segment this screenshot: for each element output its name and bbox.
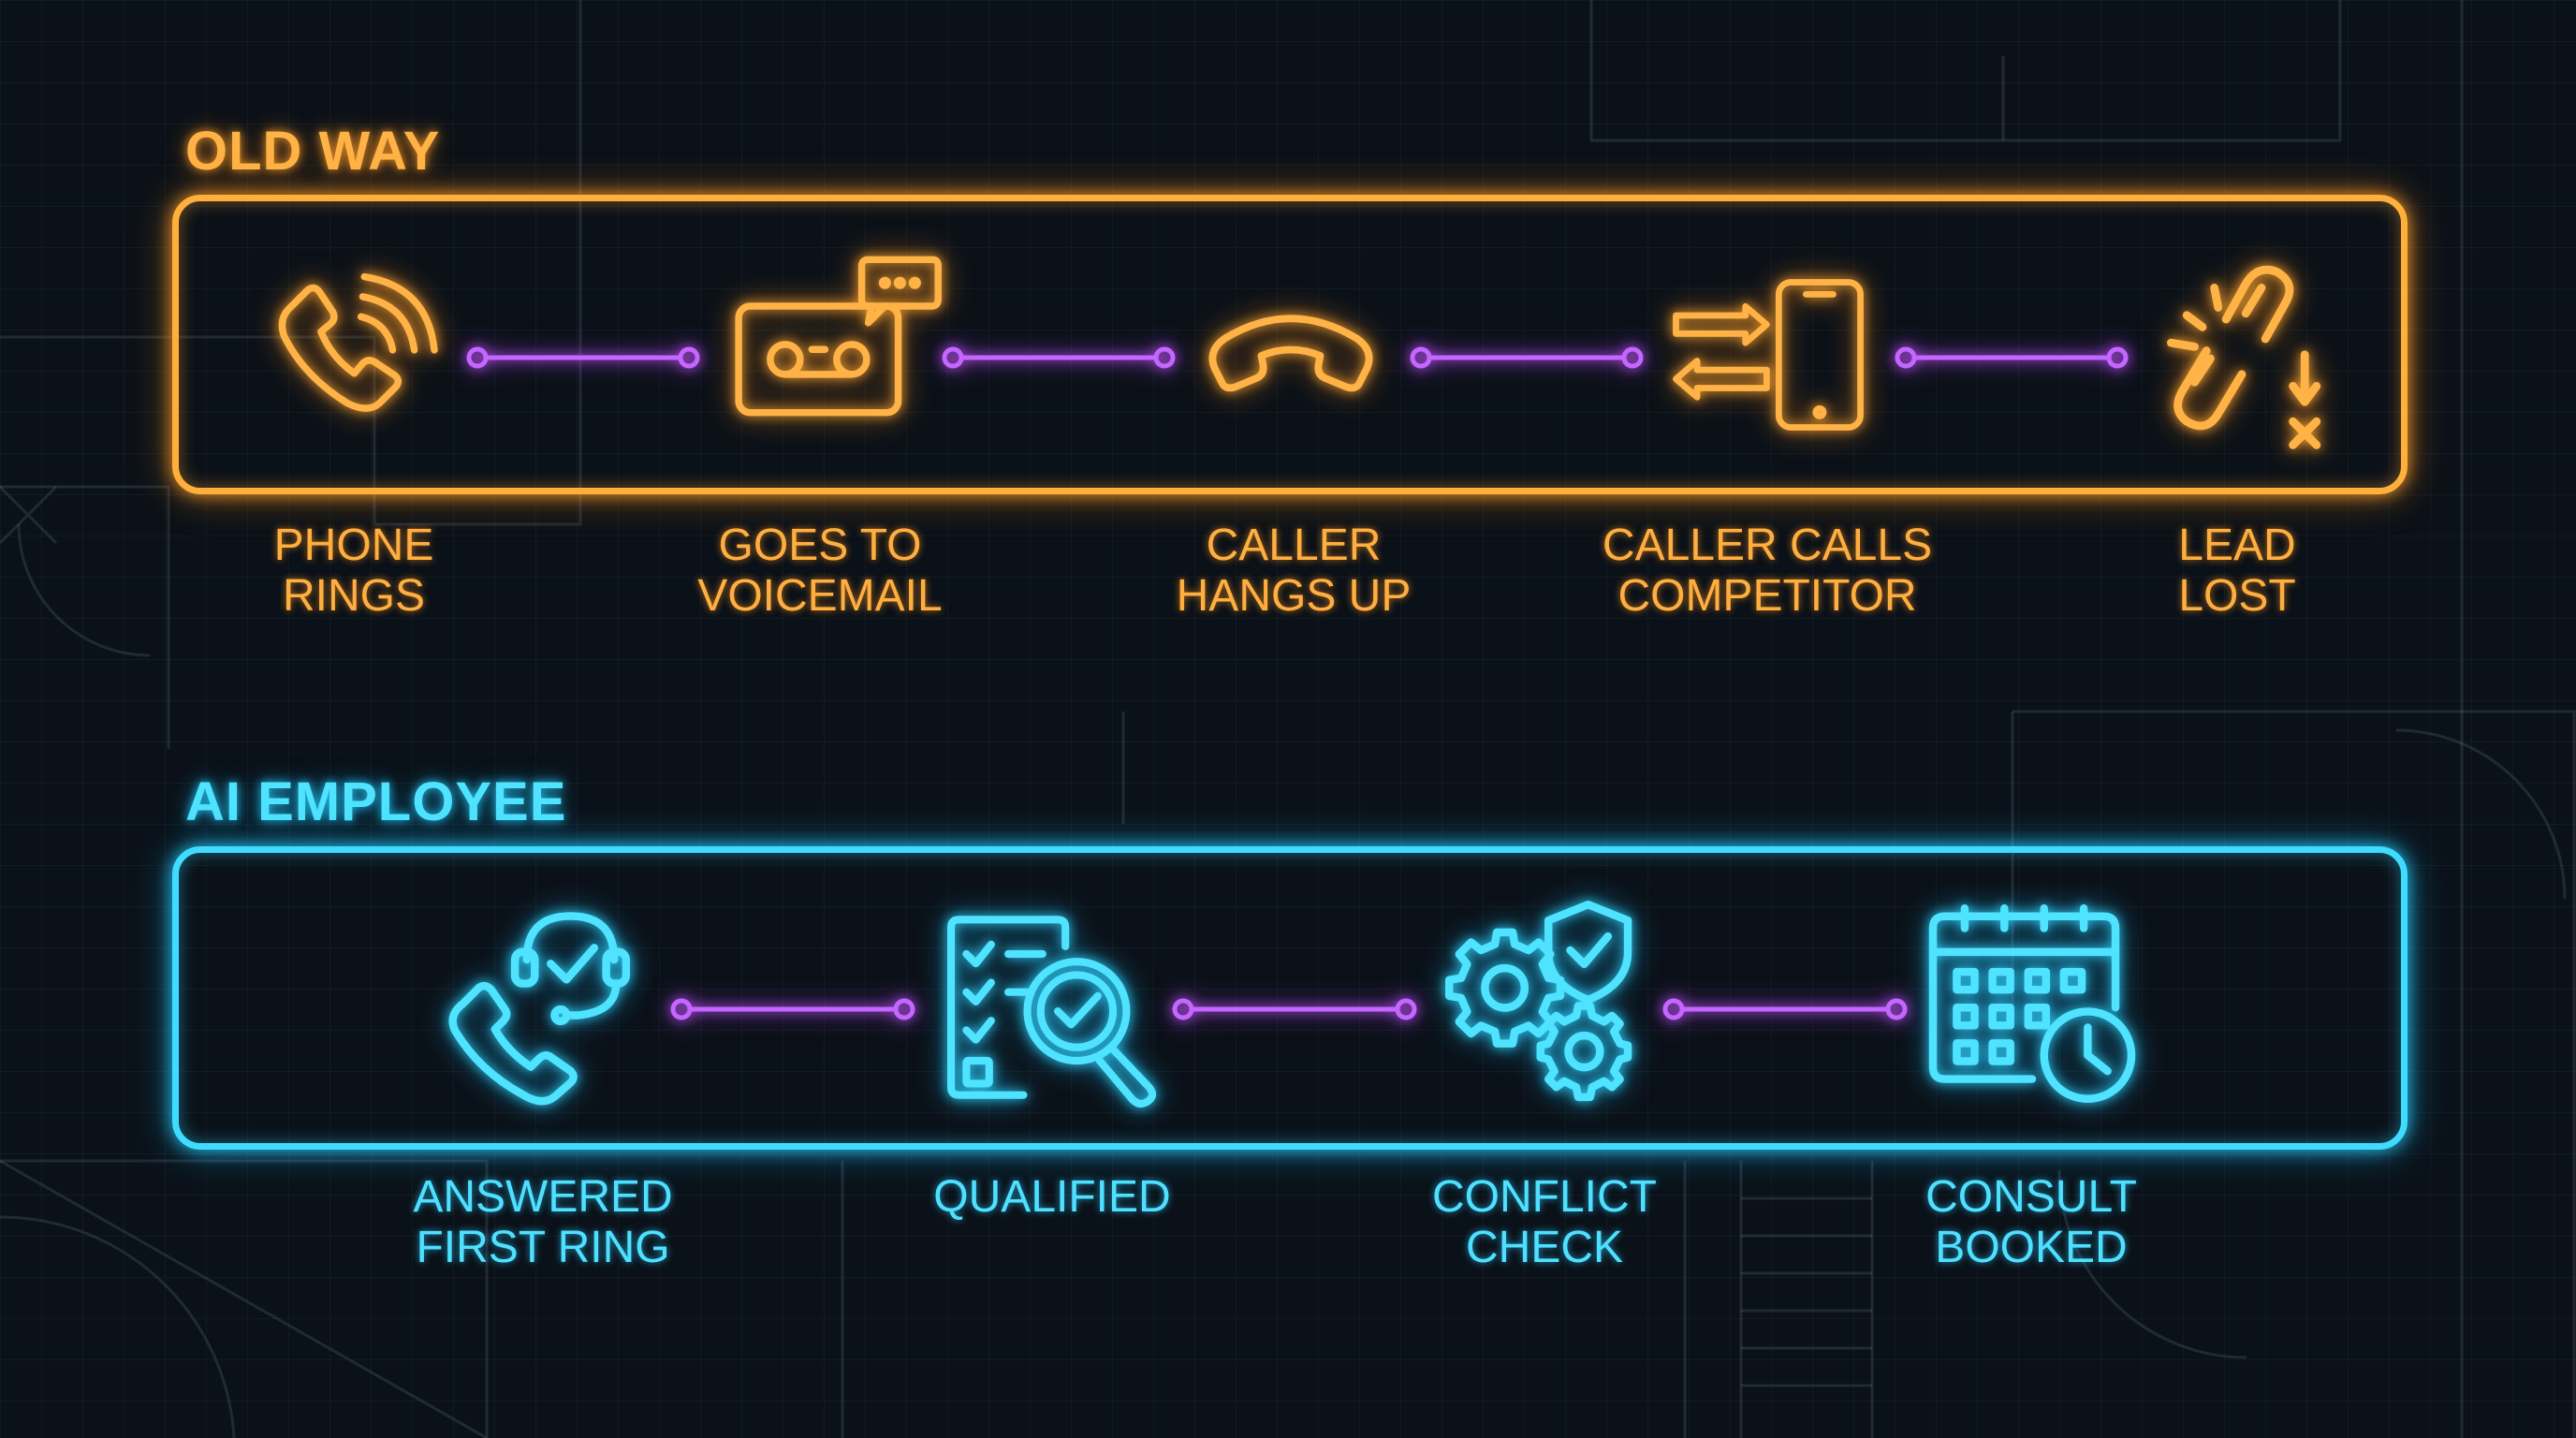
step-label-line: CHECK xyxy=(1465,1223,1624,1272)
old-way-panel xyxy=(172,195,2408,494)
connector-line xyxy=(466,346,700,369)
step-label-line: LOST xyxy=(2178,571,2296,621)
step-label-line: RINGS xyxy=(282,571,425,621)
connector-line xyxy=(1662,998,1908,1020)
step-label-lead-lost: LEAD LOST xyxy=(2041,521,2434,622)
broken-link-icon xyxy=(2151,260,2333,457)
connector-line xyxy=(942,346,1176,369)
connector-line xyxy=(670,998,915,1020)
checklist-magnifier-icon xyxy=(947,912,1161,1108)
gears-shield-icon xyxy=(1445,901,1644,1102)
step-label-phone-rings: PHONE RINGS xyxy=(157,521,550,622)
ai-employee-title: AI EMPLOYEE xyxy=(185,771,567,832)
step-label-line: CONFLICT xyxy=(1432,1172,1657,1222)
step-label-line: QUALIFIED xyxy=(933,1172,1171,1222)
step-label-line: FIRST RING xyxy=(416,1223,670,1272)
step-label-caller-hangs-up: CALLER HANGS UP xyxy=(1097,521,1490,622)
connector-line xyxy=(1895,346,2129,369)
step-label-line: ANSWERED xyxy=(413,1172,673,1222)
step-label-line: LEAD xyxy=(2178,521,2296,570)
hang-up-icon xyxy=(1204,309,1378,403)
step-label-answered-first-ring: ANSWERED FIRST RING xyxy=(346,1172,739,1273)
calendar-clock-icon xyxy=(1928,904,2136,1103)
step-label-conflict-check: CONFLICT CHECK xyxy=(1348,1172,1741,1273)
voicemail-tape-icon xyxy=(732,253,942,419)
old-way-title: OLD WAY xyxy=(185,121,441,182)
step-label-qualified: QUALIFIED xyxy=(856,1172,1249,1223)
step-label-line: BOOKED xyxy=(1935,1223,2128,1272)
connector-line xyxy=(1410,346,1644,369)
phone-ringing-icon xyxy=(268,272,438,440)
step-label-line: CALLER xyxy=(1206,521,1382,570)
step-label-line: GOES TO xyxy=(718,521,922,570)
step-label-consult-booked: CONSULT BOOKED xyxy=(1835,1172,2228,1273)
step-label-line: HANGS UP xyxy=(1176,571,1412,621)
ai-employee-panel xyxy=(172,846,2408,1150)
step-label-line: PHONE xyxy=(273,521,434,570)
step-label-goes-to-voicemail: GOES TO VOICEMAIL xyxy=(623,521,1017,622)
step-label-line: VOICEMAIL xyxy=(697,571,943,621)
connector-line xyxy=(1172,998,1417,1020)
headset-check-icon xyxy=(447,908,646,1107)
step-label-line: COMPETITOR xyxy=(1617,571,1917,621)
step-label-line: CONSULT xyxy=(1925,1172,2137,1222)
step-label-line: CALLER CALLS xyxy=(1602,521,1933,570)
phone-transfer-icon xyxy=(1670,279,1866,431)
step-label-caller-calls-competitor: CALLER CALLS COMPETITOR xyxy=(1571,521,1964,622)
